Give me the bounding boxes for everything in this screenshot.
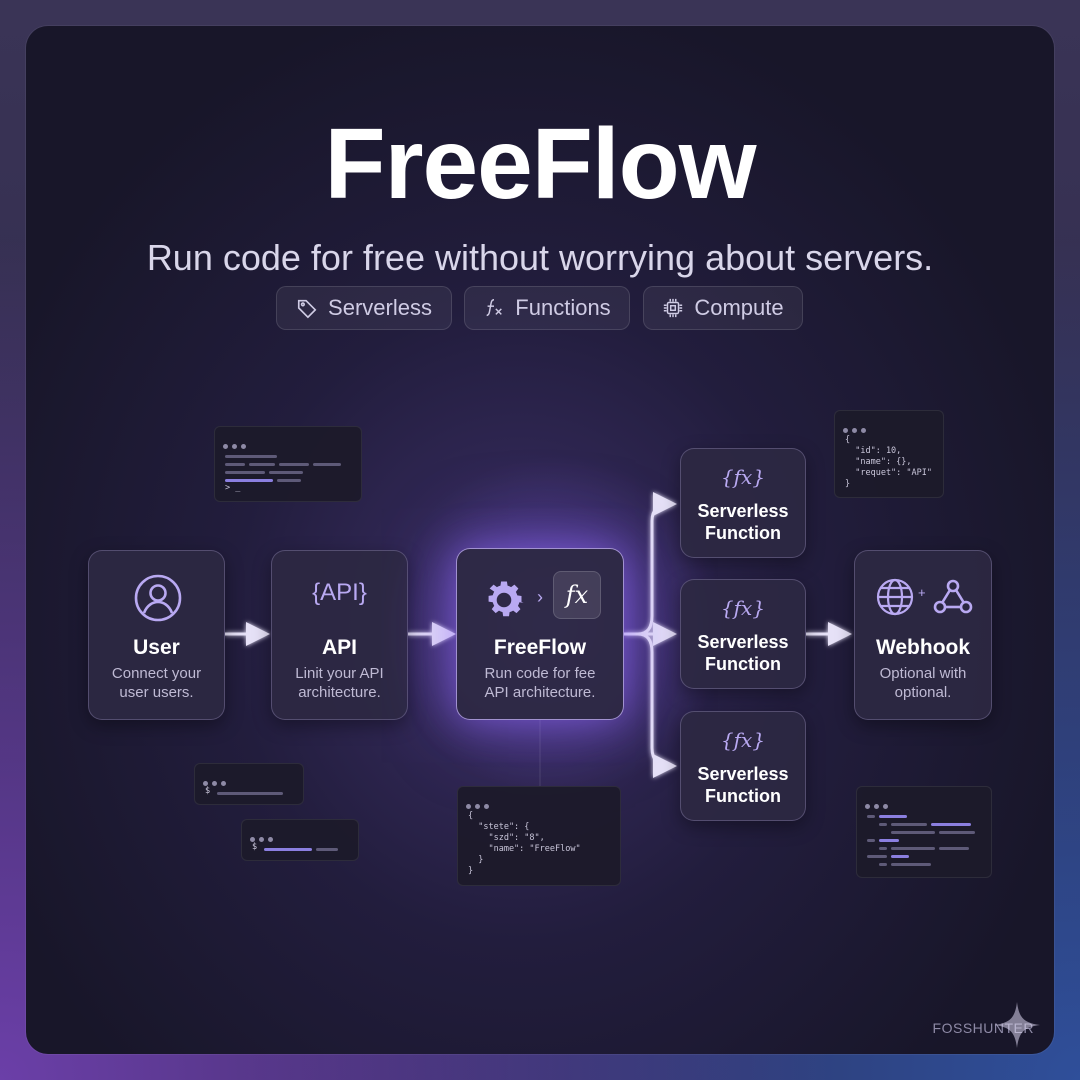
function-badge: fx bbox=[553, 571, 601, 619]
node-user-title: User bbox=[133, 636, 180, 659]
connector-branch-bottom bbox=[637, 632, 677, 778]
node-api-title: API bbox=[321, 636, 357, 659]
node-freeflow-title: FreeFlow bbox=[493, 636, 587, 659]
window-controls bbox=[843, 418, 870, 437]
tag-pill-compute[interactable]: Compute bbox=[643, 286, 803, 330]
json-snippet-bottom-center: { "stete": { "szd": "8", "name": "FreeFl… bbox=[468, 811, 581, 876]
node-api-desc-2: architecture. bbox=[298, 684, 381, 701]
node-api-desc-1: Linit your API bbox=[295, 665, 384, 682]
user-circle-icon bbox=[134, 574, 182, 622]
node-freeflow[interactable]: › fx FreeFlow Run code for fee API archi… bbox=[456, 548, 624, 720]
function-title-line-1: Serverless bbox=[697, 764, 789, 784]
function-title-line-1: Serverless bbox=[697, 632, 789, 652]
node-serverless-function-2[interactable]: {fx} Serverless Function bbox=[680, 579, 806, 689]
terminal-dollar: $ bbox=[205, 786, 211, 796]
connector-branch-top bbox=[637, 492, 677, 636]
json-window-bottom-center: { "stete": { "szd": "8", "name": "FreeFl… bbox=[457, 786, 621, 886]
node-user[interactable]: User Connect your user users. bbox=[88, 550, 225, 720]
sparkle-icon bbox=[994, 1002, 1040, 1048]
function-title-line-2: Function bbox=[705, 523, 781, 543]
json-window-top-right: { "id": 10, "name": {}, "requet": "API"} bbox=[834, 410, 944, 498]
node-user-desc-2: user users. bbox=[119, 684, 194, 701]
node-webhook-title: Webhook bbox=[875, 636, 971, 659]
page-subtitle: Run code for free without worrying about… bbox=[146, 237, 934, 278]
terminal-prompt: > _ bbox=[225, 483, 241, 493]
node-api[interactable]: {API} API Linit your API architecture. bbox=[271, 550, 408, 720]
cpu-chip-icon bbox=[664, 298, 683, 318]
function-title-line-2: Function bbox=[705, 786, 781, 806]
window-controls bbox=[466, 794, 493, 813]
poster-card: FreeFlow Run code for free without worry… bbox=[26, 26, 1054, 1054]
fx-braces-icon: {fx} bbox=[720, 596, 766, 620]
fx-braces-icon: {fx} bbox=[720, 728, 766, 752]
node-serverless-function-3[interactable]: {fx} Serverless Function bbox=[680, 711, 806, 821]
terminal-window-small-2: $ bbox=[241, 819, 359, 861]
function-title-line-2: Function bbox=[705, 654, 781, 674]
tag-pill-serverless[interactable]: Serverless bbox=[276, 286, 452, 330]
fx-braces-icon: {fx} bbox=[720, 465, 766, 489]
fx-icon: fx bbox=[565, 581, 589, 609]
terminal-dollar: $ bbox=[252, 842, 258, 852]
window-controls bbox=[250, 827, 277, 846]
node-freeflow-desc-2: API architecture. bbox=[484, 684, 596, 701]
plus-sign: + bbox=[918, 585, 926, 600]
node-webhook-desc-2: optional. bbox=[894, 684, 952, 701]
tag-pill-functions[interactable]: Functions bbox=[464, 286, 630, 330]
watermark: FOSSHUNTER bbox=[933, 1002, 1040, 1048]
node-serverless-function-1[interactable]: {fx} Serverless Function bbox=[680, 448, 806, 558]
api-braces-icon: {API} bbox=[312, 579, 367, 606]
function-icon bbox=[486, 299, 503, 317]
terminal-window-top-left: > _ bbox=[214, 426, 362, 502]
globe-icon bbox=[876, 578, 914, 616]
webhook-icon bbox=[933, 579, 973, 614]
tag-icon bbox=[297, 299, 317, 319]
node-webhook[interactable]: + Webhook Optional with optional. bbox=[854, 550, 992, 720]
node-freeflow-desc-1: Run code for fee bbox=[484, 665, 596, 682]
node-user-desc-1: Connect your bbox=[111, 665, 202, 682]
page-title: FreeFlow bbox=[324, 108, 757, 220]
flow-connectors bbox=[225, 492, 852, 786]
tag-label: Functions bbox=[515, 295, 611, 320]
tag-label: Compute bbox=[694, 295, 784, 320]
tag-label: Serverless bbox=[328, 295, 432, 320]
tag-pills: Serverless Functions Compute bbox=[26, 286, 1054, 330]
function-title-line-1: Serverless bbox=[697, 501, 789, 521]
json-snippet-top-right: { "id": 10, "name": {}, "requet": "API"} bbox=[845, 435, 932, 489]
window-controls bbox=[223, 434, 250, 453]
node-webhook-desc-1: Optional with bbox=[879, 665, 967, 682]
chevron-right-icon: › bbox=[537, 587, 543, 607]
window-controls bbox=[865, 794, 892, 813]
window-controls bbox=[203, 771, 230, 790]
code-window-bottom-right bbox=[856, 786, 992, 878]
gear-icon bbox=[488, 581, 524, 617]
terminal-window-small-1: $ bbox=[194, 763, 304, 805]
